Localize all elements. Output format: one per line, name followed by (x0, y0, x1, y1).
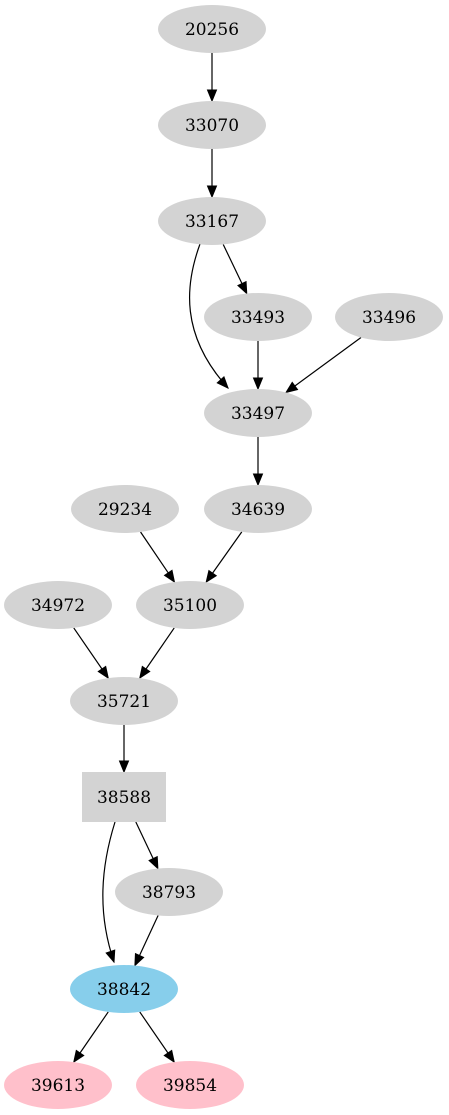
node-label: 39854 (163, 1076, 217, 1096)
edge-33497-34639 (252, 437, 264, 487)
node-ellipse (115, 868, 223, 916)
node-label: 38793 (142, 883, 196, 903)
node-label: 39613 (31, 1076, 85, 1096)
node-ellipse (4, 1061, 112, 1109)
edge-line (222, 244, 243, 284)
arrowhead-icon (97, 665, 109, 680)
arrowhead-icon (163, 569, 176, 584)
node-ellipse (158, 5, 266, 53)
edge-33493-33497 (252, 341, 264, 391)
edge-33167-33493 (222, 244, 248, 295)
node-33167[interactable]: 33167 (158, 197, 266, 245)
arrowhead-icon (73, 1049, 85, 1064)
node-ellipse (335, 293, 443, 341)
node-ellipse (71, 485, 179, 533)
node-ellipse (70, 965, 178, 1013)
node-33497[interactable]: 33497 (204, 389, 312, 437)
node-35100[interactable]: 35100 (136, 581, 244, 629)
edge-38842-39854 (139, 1011, 175, 1064)
edge-35721-38588 (118, 725, 130, 774)
edges-layer (73, 53, 362, 1064)
nodes-layer: 20256 33070 33167 33493 33496 33497 29234 34639… (4, 5, 443, 1109)
arrowhead-icon (118, 760, 130, 774)
edge-line (135, 821, 154, 859)
node-label: 29234 (98, 500, 152, 520)
edge-20256-33070 (206, 53, 218, 103)
edge-line (294, 337, 362, 387)
node-label: 33167 (185, 212, 239, 232)
arrowhead-icon (105, 949, 116, 964)
arrowhead-icon (205, 569, 218, 584)
arrowhead-icon (148, 855, 159, 870)
node-label: 33070 (185, 116, 239, 136)
node-39854[interactable]: 39854 (136, 1061, 244, 1109)
node-box (82, 772, 166, 822)
arrowhead-icon (237, 280, 248, 295)
edge-line (102, 821, 116, 963)
arrowhead-icon (163, 1049, 175, 1064)
node-ellipse (158, 101, 266, 149)
node-38793[interactable]: 38793 (115, 868, 223, 916)
node-label: 35721 (97, 692, 151, 712)
node-34972[interactable]: 34972 (4, 581, 112, 629)
node-29234[interactable]: 29234 (71, 485, 179, 533)
node-20256[interactable]: 20256 (158, 5, 266, 53)
node-34639[interactable]: 34639 (204, 485, 312, 533)
arrowhead-icon (252, 473, 264, 487)
arrowhead-icon (139, 665, 151, 680)
node-ellipse (158, 197, 266, 245)
node-label: 34639 (231, 500, 285, 520)
node-label: 38842 (97, 980, 151, 1000)
node-label: 33497 (231, 404, 285, 424)
edge-34972-35721 (73, 627, 109, 680)
node-ellipse (204, 389, 312, 437)
node-35721[interactable]: 35721 (70, 677, 178, 725)
node-label: 34972 (31, 596, 85, 616)
edge-line (73, 627, 103, 670)
node-38842[interactable]: 38842 (70, 965, 178, 1013)
edge-38842-39613 (73, 1011, 109, 1064)
edge-38588-38842 (102, 821, 116, 964)
node-ellipse (136, 1061, 244, 1109)
node-38588[interactable]: 38588 (82, 772, 166, 822)
edge-29234-35100 (140, 531, 176, 584)
edge-33070-33167 (206, 149, 218, 199)
arrowhead-icon (134, 952, 145, 967)
node-ellipse (4, 581, 112, 629)
node-33070[interactable]: 33070 (158, 101, 266, 149)
node-33493[interactable]: 33493 (204, 293, 312, 341)
edge-line (139, 1011, 169, 1054)
node-ellipse (204, 485, 312, 533)
node-label: 33496 (362, 308, 416, 328)
edge-33496-33497 (284, 337, 362, 394)
edge-line (188, 243, 229, 389)
edge-33167-33497 (188, 243, 229, 389)
arrowhead-icon (206, 185, 218, 199)
node-ellipse (204, 293, 312, 341)
node-ellipse (70, 677, 178, 725)
node-33496[interactable]: 33496 (335, 293, 443, 341)
edge-38793-38842 (134, 915, 159, 967)
arrowhead-icon (284, 381, 299, 394)
arrowhead-icon (252, 377, 264, 391)
edge-34639-35100 (205, 531, 243, 584)
arrowhead-icon (216, 375, 229, 389)
edge-38588-38793 (135, 821, 159, 870)
edge-line (140, 531, 169, 574)
node-label: 38588 (97, 788, 151, 808)
node-ellipse (136, 581, 244, 629)
node-39613[interactable]: 39613 (4, 1061, 112, 1109)
node-label: 20256 (185, 20, 239, 40)
edge-line (138, 915, 159, 956)
edge-line (79, 1011, 109, 1054)
edge-line (145, 627, 175, 670)
edge-line (212, 531, 243, 574)
edge-35100-35721 (139, 627, 175, 680)
node-label: 35100 (163, 596, 217, 616)
arrowhead-icon (206, 89, 218, 103)
node-label: 33493 (231, 308, 285, 328)
